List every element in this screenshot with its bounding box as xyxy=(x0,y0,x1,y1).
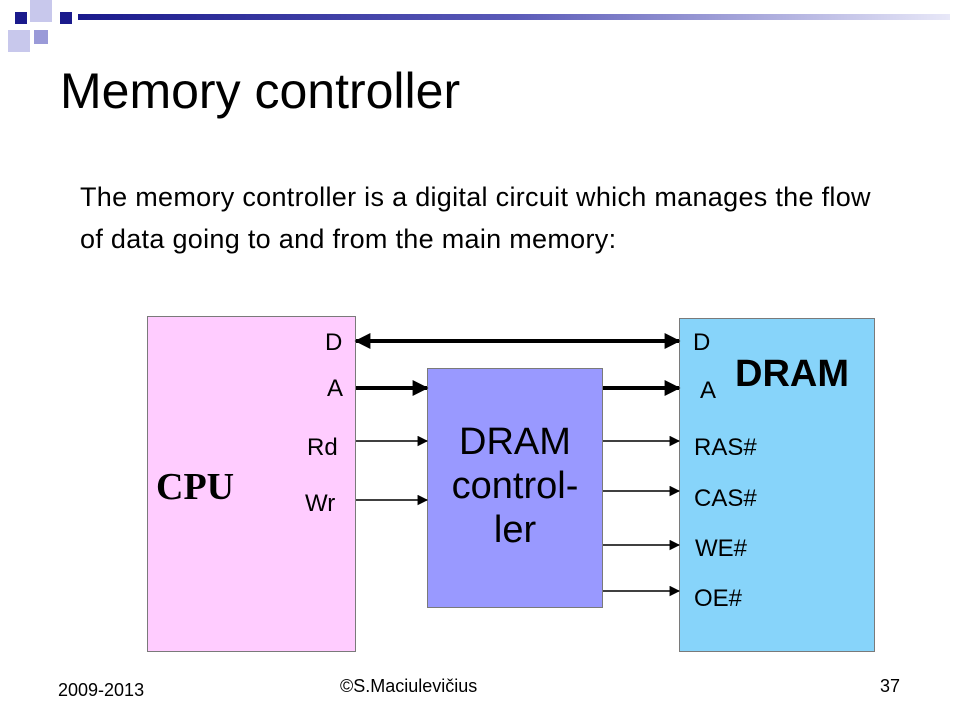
footer-date: 2009-2013 xyxy=(58,680,145,700)
dram-pin-ras: RAS# xyxy=(694,434,757,461)
dram-label: DRAM xyxy=(735,353,849,395)
dram-pin-d: D xyxy=(693,329,711,356)
footer-author: ©S.Maciulevičius xyxy=(340,676,478,696)
dram-pin-oe: OE# xyxy=(694,585,743,612)
header-bar xyxy=(78,14,950,20)
page-number: 37 xyxy=(880,676,901,696)
cpu-pin-a: A xyxy=(327,375,344,402)
header-square-dark xyxy=(60,12,72,24)
dram-pin-we: WE# xyxy=(695,535,748,562)
dram-controller-label: DRAM control- ler xyxy=(427,420,603,552)
controller-label-line3: ler xyxy=(493,509,537,551)
header-square-dark xyxy=(15,12,27,24)
header-square-light xyxy=(30,0,52,22)
cpu-pin-wr: Wr xyxy=(305,490,336,517)
dram-pin-cas: CAS# xyxy=(694,485,757,512)
body-text: The memory controller is a digital circu… xyxy=(80,182,871,254)
page-title: Memory controller xyxy=(60,63,461,119)
dram-pin-a: A xyxy=(700,377,717,404)
dram-controller-block xyxy=(427,368,603,608)
cpu-label: CPU xyxy=(156,466,235,508)
cpu-block xyxy=(147,316,356,652)
dram-block xyxy=(679,318,875,652)
controller-label-line1: DRAM xyxy=(459,421,571,463)
cpu-pin-d: D xyxy=(325,329,343,356)
header-square-light xyxy=(8,30,30,52)
header-square-mid xyxy=(34,30,48,44)
controller-label-line2: control- xyxy=(451,465,579,507)
cpu-pin-rd: Rd xyxy=(307,434,338,461)
